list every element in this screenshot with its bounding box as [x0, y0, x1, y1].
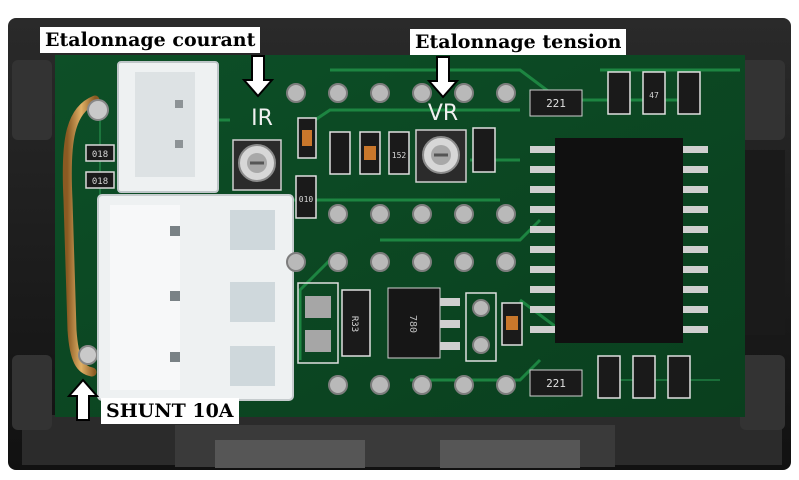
silkscreen-vr: VR — [428, 101, 458, 126]
microcontroller-chip — [530, 138, 708, 343]
smd-components: 010 152 — [295, 117, 496, 219]
silkscreen-ir: IR — [251, 106, 273, 131]
resistor-label: R33 — [349, 316, 359, 332]
voltage-trimmer-potentiometer[interactable] — [415, 129, 467, 183]
current-trimmer-potentiometer[interactable] — [232, 139, 282, 191]
small-connector — [117, 61, 219, 193]
top-right-resistors: 47 221 — [529, 71, 701, 117]
resistor-label: 152 — [392, 151, 407, 160]
arrow-down-icon — [241, 55, 275, 98]
arrow-down-icon — [426, 56, 460, 99]
resistor-label: 47 — [649, 91, 659, 100]
regulator-label: 780 — [407, 315, 418, 333]
voltage-calibration-label: Etalonnage tension — [410, 29, 627, 55]
resistor-label: 010 — [299, 195, 314, 204]
current-calibration-label: Etalonnage courant — [40, 27, 261, 53]
arrow-up-icon — [66, 378, 100, 421]
shunt-pad-top — [87, 99, 109, 121]
left-resistors: 018 018 — [85, 144, 115, 189]
solder-pads — [286, 83, 516, 395]
shunt-wire — [62, 95, 100, 377]
resistor-label: 018 — [92, 150, 108, 160]
resistor-label: 018 — [92, 177, 108, 187]
large-connector — [97, 194, 294, 401]
shunt-label: SHUNT 10A — [101, 398, 239, 424]
resistor-221-label: 221 — [546, 377, 566, 390]
lower-components: R33 780 — [297, 282, 523, 364]
shunt-pad-bottom — [78, 345, 98, 365]
resistor-221-label: 221 — [546, 97, 566, 110]
bottom-right-resistors: 221 — [529, 355, 691, 399]
